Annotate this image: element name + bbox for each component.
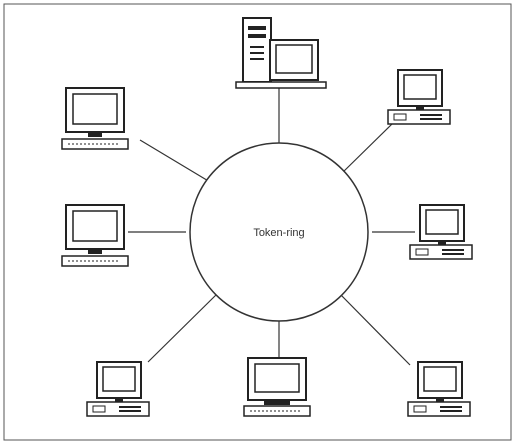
connection-line (339, 123, 393, 176)
desktop-computer-icon (387, 69, 451, 125)
connection-line (338, 292, 411, 366)
connection-line (139, 139, 211, 183)
ring-label: Token-ring (253, 227, 304, 239)
diagram-frame (3, 3, 512, 441)
desktop-computer-icon (407, 361, 471, 417)
desktop-computer-icon (409, 204, 473, 260)
desktop-computer-icon (86, 361, 150, 417)
server-icon (235, 17, 327, 89)
workstation-icon (243, 357, 311, 417)
monitor-keyboard-icon (61, 204, 129, 267)
connection-line (147, 291, 220, 363)
monitor-keyboard-icon (61, 87, 129, 150)
token-ring (189, 142, 369, 322)
